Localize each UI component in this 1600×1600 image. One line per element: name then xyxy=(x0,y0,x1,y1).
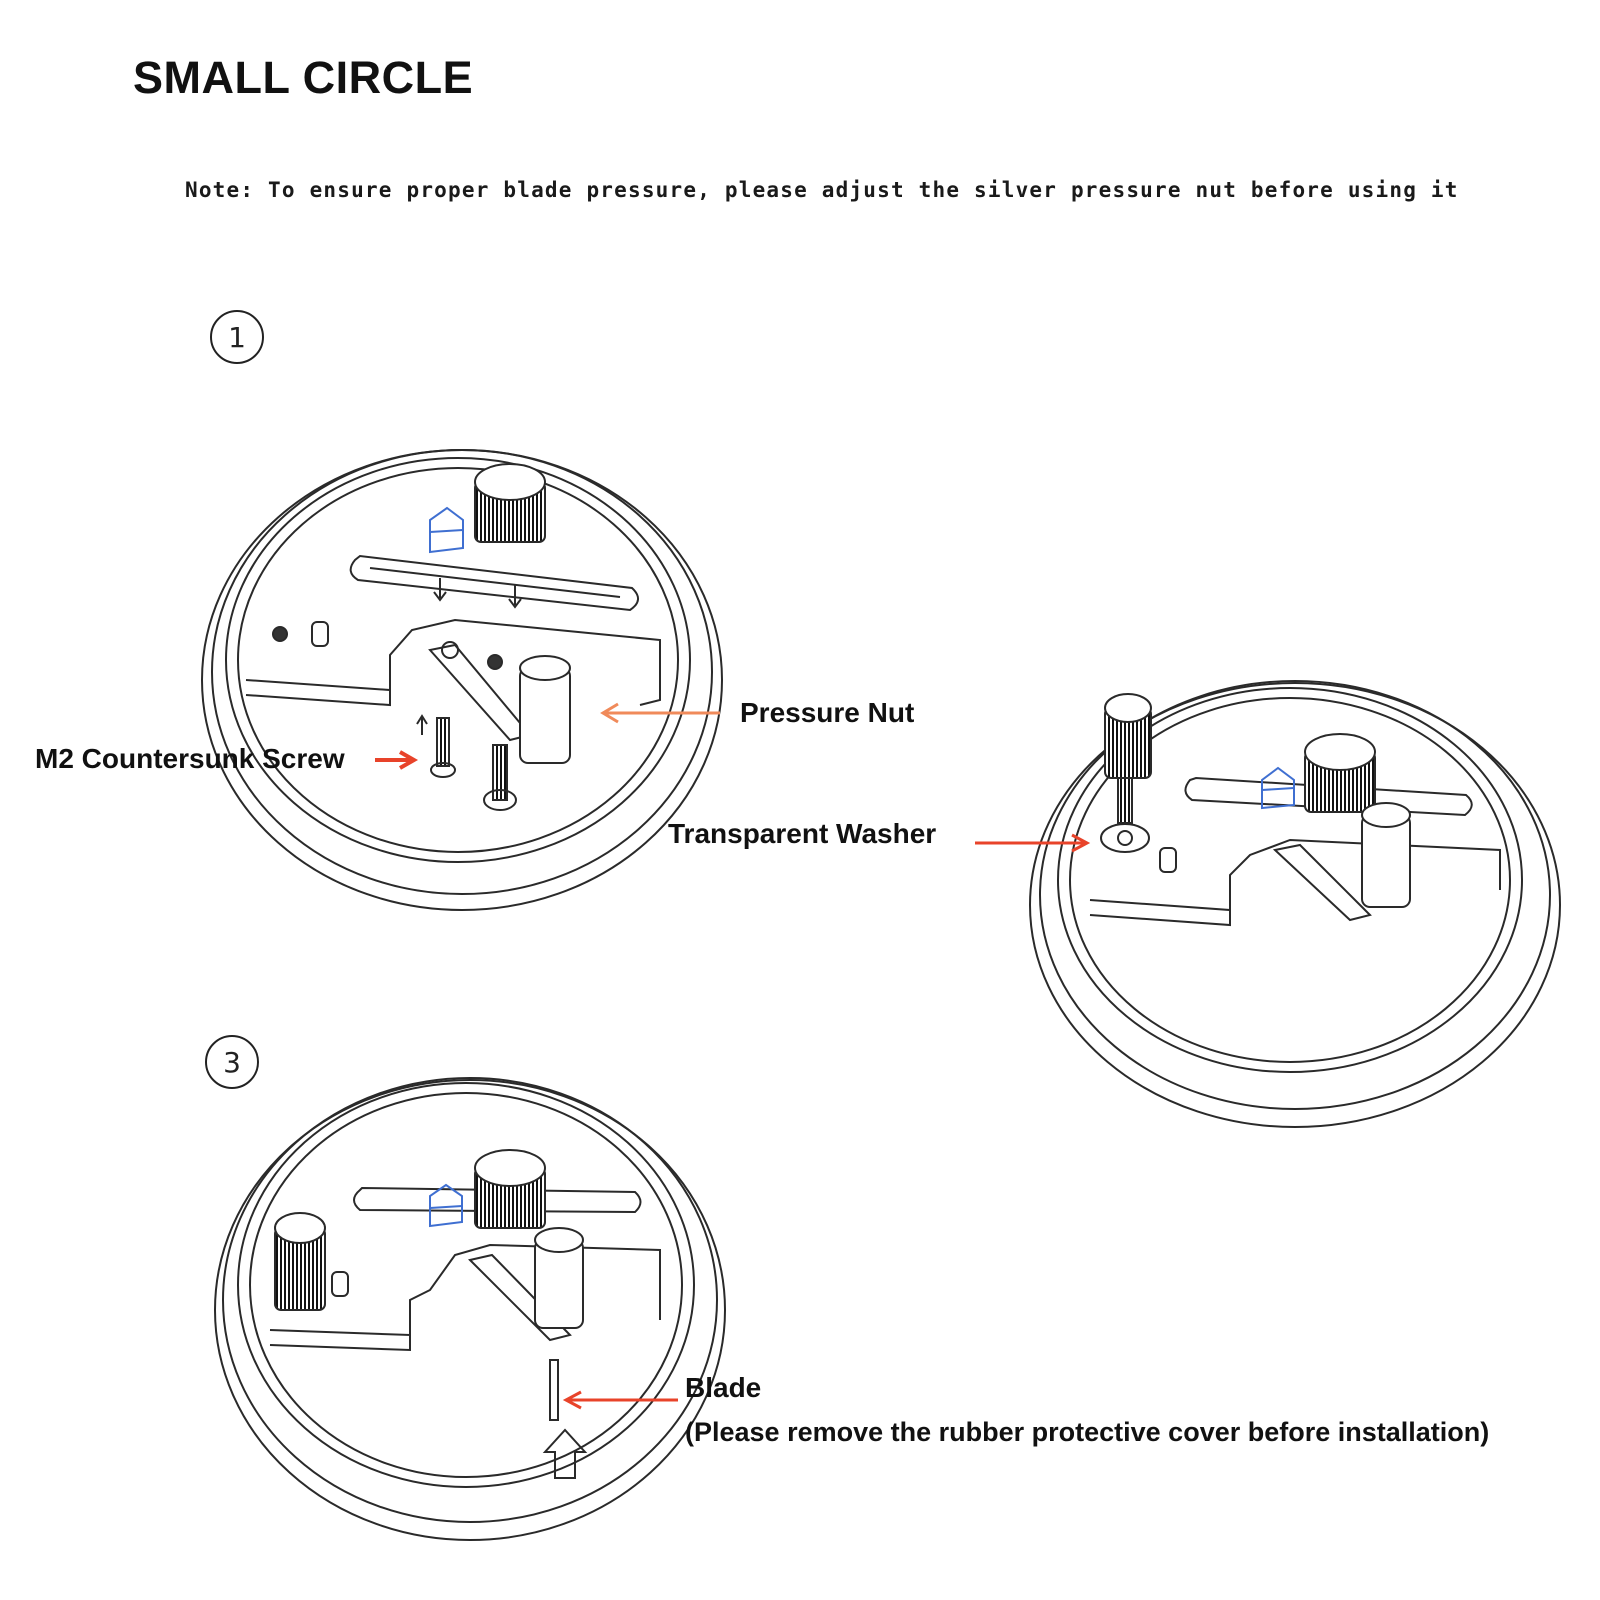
transparent-washer-icon xyxy=(1100,823,1150,853)
linkage-arm xyxy=(1272,843,1372,922)
diagram-step-1 xyxy=(201,449,723,911)
pressure-nut-icon xyxy=(519,667,571,764)
down-arrow-icon xyxy=(508,585,522,609)
blade-note-label: (Please remove the rubber protective cov… xyxy=(685,1417,1490,1447)
screw-head-icon xyxy=(272,626,288,642)
blade-holder-icon xyxy=(429,506,464,554)
set-screw-icon xyxy=(311,621,329,647)
diagram-step-2 xyxy=(1029,680,1561,1128)
pressure-nut-icon xyxy=(1361,814,1411,908)
base-inner-rim xyxy=(1057,687,1523,1073)
pressure-nut-icon xyxy=(534,1239,584,1329)
spring-screw-icon xyxy=(492,744,508,801)
slide-slot xyxy=(1184,776,1473,817)
blade-arrow xyxy=(562,1390,678,1410)
blade-holder-icon xyxy=(429,1183,463,1228)
linkage-arm xyxy=(468,1253,572,1342)
set-screw-icon xyxy=(331,1271,349,1297)
down-arrow-icon xyxy=(433,578,447,602)
insert-arrow-icon xyxy=(542,1428,588,1479)
blade-label: Blade xyxy=(685,1372,762,1403)
pressure-nut-arrow xyxy=(600,702,720,724)
set-screw-icon xyxy=(1159,847,1177,873)
step-3-badge: 3 xyxy=(205,1035,259,1089)
base-inner-rim xyxy=(225,457,691,863)
m2-screw-icon xyxy=(436,717,450,767)
base-outer-rim xyxy=(1029,682,1561,1128)
pressure-nut-label: Pressure Nut xyxy=(740,697,915,728)
transparent-washer-label: Transparent Washer xyxy=(668,818,937,849)
up-arrow-icon xyxy=(416,714,428,735)
m2-screw-label: M2 Countersunk Screw xyxy=(35,743,345,774)
m2-screw-arrow xyxy=(375,750,419,770)
slide-slot xyxy=(353,1186,642,1214)
step-1-badge: 1 xyxy=(210,310,264,364)
blade-icon xyxy=(549,1359,559,1421)
adjustment-note: Note: To ensure proper blade pressure, p… xyxy=(185,178,1459,202)
transparent-washer-arrow xyxy=(975,833,1091,853)
base-inner-rim xyxy=(237,1082,695,1488)
slide-slot xyxy=(349,554,639,612)
diagram-step-3 xyxy=(214,1077,726,1541)
blade-holder-icon xyxy=(1261,766,1295,810)
page-title: SMALL CIRCLE xyxy=(133,52,474,103)
base-outer-rim xyxy=(214,1079,726,1541)
